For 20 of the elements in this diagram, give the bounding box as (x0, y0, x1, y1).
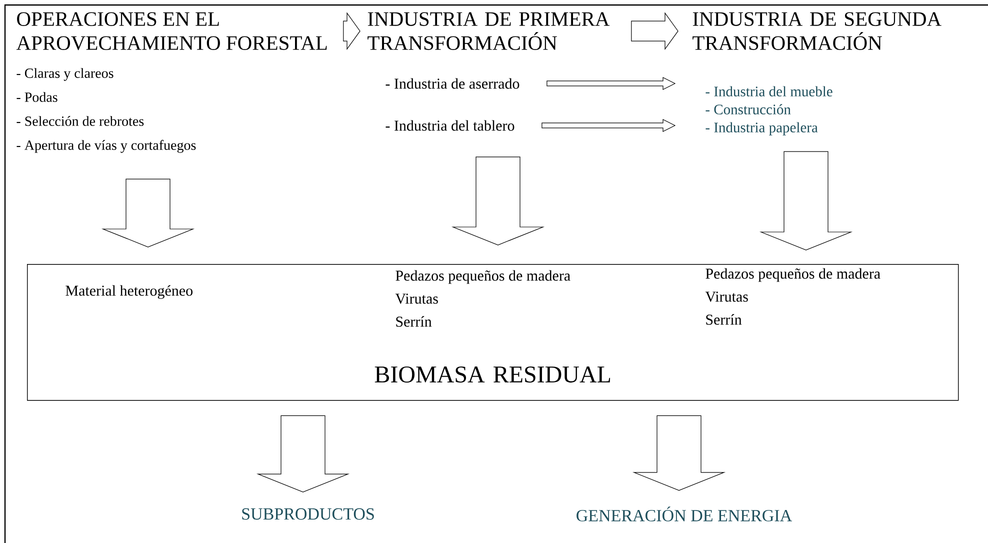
list-item: - Industria del tablero (386, 120, 514, 131)
box-text: Material heterogéneo (66, 285, 193, 299)
text-column: OPERACIONES EN EL APROVECHAMIENTO FORESTAL - Claras y clareos - Podas - Selección de rebrotes - Apertura de vías y cortafuegos (16, 12, 327, 153)
block-arrow (542, 118, 676, 132)
heading-text: INDUSTRIA DE PRIMERA TRANSFORMACIÓN (368, 12, 610, 50)
block-arrow (256, 415, 350, 492)
block-arrow (759, 151, 853, 250)
block-arrow (343, 12, 360, 50)
block-arrow (101, 178, 195, 248)
list-text: - Industria del mueble - Construcción - Industria papelera (706, 86, 832, 136)
output-label: GENERACIÓN DE ENERGIA (576, 506, 792, 522)
output-label: SUBPRODUCTOS (242, 508, 374, 520)
block-arrow (451, 156, 545, 246)
box-text: Pedazos pequeños de madera Virutas Serrín (705, 268, 880, 325)
box-text: Pedazos pequeños de madera Virutas Serrín (395, 270, 570, 327)
block-arrow (632, 415, 726, 491)
block-arrow (546, 76, 676, 90)
block-arrow (631, 12, 678, 50)
list-item: - Industria de aserrado (386, 78, 520, 89)
heading-text: INDUSTRIA DE SEGUNDA TRANSFORMACIÓN (692, 12, 942, 50)
